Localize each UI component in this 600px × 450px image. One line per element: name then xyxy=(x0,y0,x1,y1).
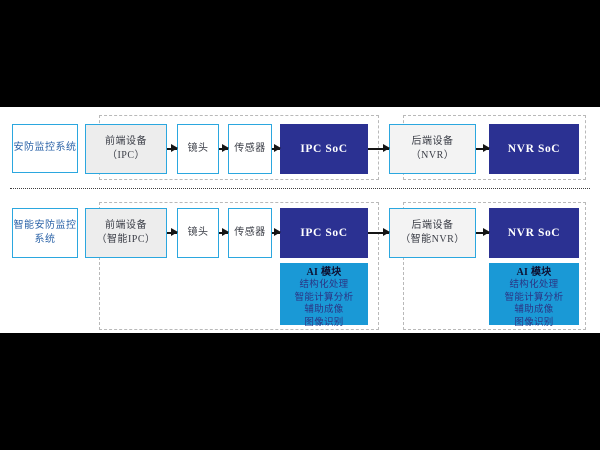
ai-module-box-frontend: AI 模块 结构化处理 智能计算分析 辅助成像 图像识别 xyxy=(280,263,368,328)
arrow-frontend-to-lens-row2 xyxy=(167,229,178,236)
nvr-soc-box-row2: NVR SoC xyxy=(489,208,579,258)
lens-box-row2: 镜头 xyxy=(177,208,219,258)
letterbox-bottom xyxy=(0,333,600,450)
ai-module-item: 辅助成像 xyxy=(304,305,344,316)
ipc-soc-label-row1: IPC SoC xyxy=(300,142,348,155)
system-label-row2-line1: 智能安防监控 xyxy=(13,219,77,231)
system-label-row1-text: 安防监控系统 xyxy=(13,142,77,154)
sensor-box-row2: 传感器 xyxy=(228,208,272,258)
arrow-ipcsoc-to-backend-row1 xyxy=(368,145,390,152)
nvr-soc-label-row2: NVR SoC xyxy=(507,226,561,239)
arrow-lens-to-sensor-row1 xyxy=(219,145,229,152)
nvr-soc-label-row1: NVR SoC xyxy=(507,142,561,155)
nvr-soc-box-row1: NVR SoC xyxy=(489,124,579,174)
arrow-sensor-to-ipcsoc-row2 xyxy=(272,229,281,236)
frontend-device-row1-line1: 前端设备 xyxy=(105,135,147,147)
ai-module-title-frontend: AI 模块 xyxy=(306,267,342,278)
ai-module-item: 结构化处理 xyxy=(299,280,349,291)
frontend-device-row2-line2: （智能IPC） xyxy=(96,234,156,245)
backend-device-row2-line1: 后端设备 xyxy=(411,219,454,231)
backend-device-row1-line2: （NVR） xyxy=(410,150,455,161)
arrow-backend-to-nvrsoc-row1 xyxy=(476,145,490,152)
frontend-device-row2-line1: 前端设备 xyxy=(105,219,147,231)
lens-label-row1: 镜头 xyxy=(187,142,209,154)
ai-module-item: 图像识别 xyxy=(514,317,554,328)
ai-module-item: 结构化处理 xyxy=(509,280,559,291)
sensor-label-row1: 传感器 xyxy=(234,142,266,154)
ai-module-item: 辅助成像 xyxy=(514,305,554,316)
frontend-device-row1-line2: （IPC） xyxy=(106,150,146,161)
ai-module-item: 智能计算分析 xyxy=(294,292,354,303)
lens-label-row2: 镜头 xyxy=(187,226,209,238)
arrow-backend-to-nvrsoc-row2 xyxy=(476,229,490,236)
frontend-device-box-row1: 前端设备 （IPC） xyxy=(85,124,167,174)
lens-box-row1: 镜头 xyxy=(177,124,219,174)
backend-group-outline-row2 xyxy=(403,202,586,330)
sensor-box-row1: 传感器 xyxy=(228,124,272,174)
ipc-soc-label-row2: IPC SoC xyxy=(300,226,348,239)
frontend-device-box-row2: 前端设备 （智能IPC） xyxy=(85,208,167,258)
ai-module-item: 图像识别 xyxy=(304,317,344,328)
arrow-ipcsoc-to-backend-row2 xyxy=(368,229,390,236)
arrow-frontend-to-lens-row1 xyxy=(167,145,178,152)
row-divider xyxy=(10,188,590,189)
backend-device-row2-line2: （智能NVR） xyxy=(400,234,465,245)
sensor-label-row2: 传感器 xyxy=(234,226,266,238)
letterbox-top xyxy=(0,0,600,107)
arrow-sensor-to-ipcsoc-row1 xyxy=(272,145,281,152)
system-label-row1: 安防监控系统 xyxy=(12,124,78,173)
arrow-lens-to-sensor-row2 xyxy=(219,229,229,236)
backend-device-box-row1: 后端设备 （NVR） xyxy=(389,124,476,174)
ai-module-box-backend: AI 模块 结构化处理 智能计算分析 辅助成像 图像识别 xyxy=(489,263,579,328)
ai-module-item: 智能计算分析 xyxy=(504,292,564,303)
ipc-soc-box-row1: IPC SoC xyxy=(280,124,368,174)
frontend-group-outline-row2 xyxy=(99,202,379,330)
backend-device-row1-line1: 后端设备 xyxy=(411,135,454,147)
ai-module-title-backend: AI 模块 xyxy=(516,267,552,278)
system-label-row2-line2: 系统 xyxy=(34,234,56,245)
ipc-soc-box-row2: IPC SoC xyxy=(280,208,368,258)
backend-device-box-row2: 后端设备 （智能NVR） xyxy=(389,208,476,258)
system-label-row2: 智能安防监控 系统 xyxy=(12,208,78,258)
